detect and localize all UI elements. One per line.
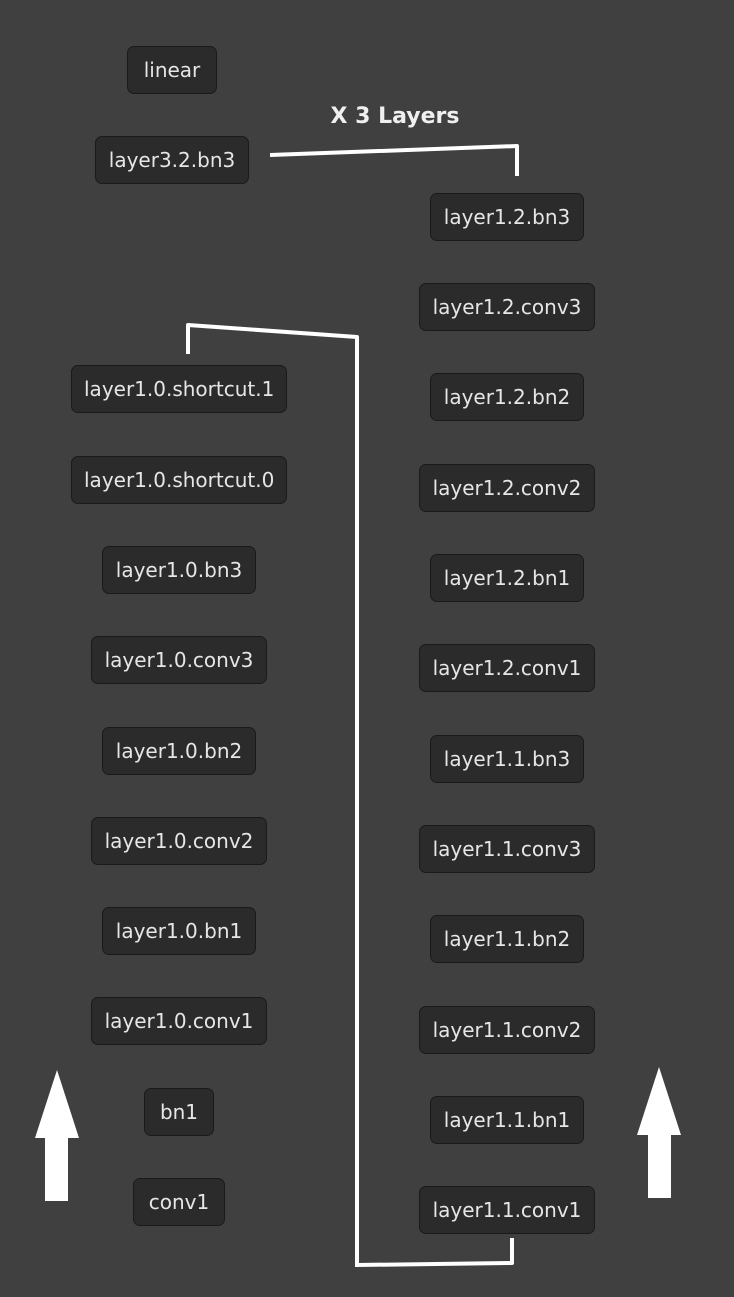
node-layer1-0-shortcut-0[interactable]: layer1.0.shortcut.0 (71, 456, 287, 504)
node-layer1-2-bn2[interactable]: layer1.2.bn2 (430, 373, 584, 421)
node-layer1-1-conv2[interactable]: layer1.1.conv2 (419, 1006, 595, 1054)
node-layer1-2-bn1[interactable]: layer1.2.bn1 (430, 554, 584, 602)
node-layer1-1-conv3[interactable]: layer1.1.conv3 (419, 825, 595, 873)
connector-middle (186, 323, 359, 1267)
connector-bottom (356, 1238, 514, 1267)
left-up-arrow (35, 1070, 79, 1201)
node-layer3-2-bn3[interactable]: layer3.2.bn3 (95, 136, 249, 184)
node-layer1-1-conv1[interactable]: layer1.1.conv1 (419, 1186, 595, 1234)
node-layer1-0-bn3[interactable]: layer1.0.bn3 (102, 546, 256, 594)
node-layer1-2-conv2[interactable]: layer1.2.conv2 (419, 464, 595, 512)
node-layer1-2-bn3[interactable]: layer1.2.bn3 (430, 193, 584, 241)
node-layer1-1-bn2[interactable]: layer1.1.bn2 (430, 915, 584, 963)
node-linear[interactable]: linear (127, 46, 217, 94)
node-layer1-2-conv3[interactable]: layer1.2.conv3 (419, 283, 595, 331)
node-bn1[interactable]: bn1 (144, 1088, 214, 1136)
node-layer1-0-conv3[interactable]: layer1.0.conv3 (91, 636, 267, 684)
node-layer1-0-conv1[interactable]: layer1.0.conv1 (91, 997, 267, 1045)
node-layer1-1-bn1[interactable]: layer1.1.bn1 (430, 1096, 584, 1144)
connector-top (269, 144, 519, 176)
node-layer1-0-bn1[interactable]: layer1.0.bn1 (102, 907, 256, 955)
right-up-arrow (637, 1067, 681, 1198)
node-layer1-2-conv1[interactable]: layer1.2.conv1 (419, 644, 595, 692)
node-layer1-0-bn2[interactable]: layer1.0.bn2 (102, 727, 256, 775)
node-layer1-1-bn3[interactable]: layer1.1.bn3 (430, 735, 584, 783)
node-layer1-0-conv2[interactable]: layer1.0.conv2 (91, 817, 267, 865)
node-conv1[interactable]: conv1 (133, 1178, 225, 1226)
node-layer1-0-shortcut-1[interactable]: layer1.0.shortcut.1 (71, 365, 287, 413)
diagram-title: X 3 Layers (330, 104, 460, 129)
